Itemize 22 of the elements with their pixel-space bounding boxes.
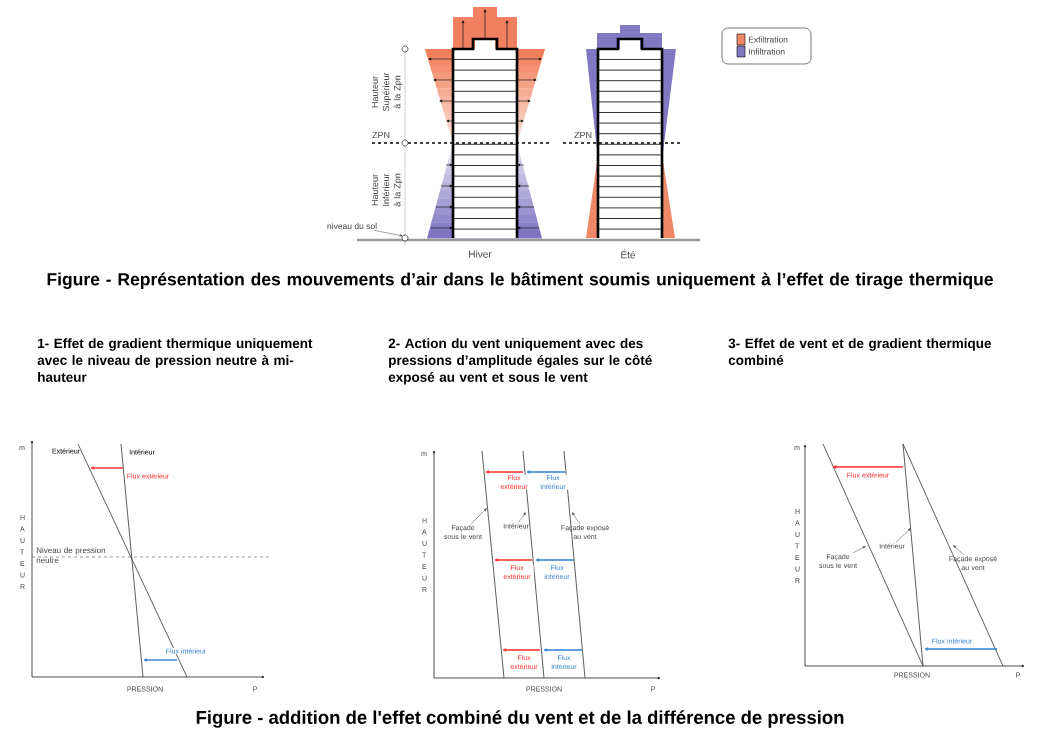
figure-title: Figure - Représentation des mouvements d’air dans le bâtiment soumis uniquement à l’effet de tirage thermique — [47, 272, 993, 289]
level-label: ZPN — [372, 131, 390, 139]
panel-heading: 2- Action du vent uniquement avec des pressions d’amplitude égales sur le côté exposé au vent et sous le vent — [388, 338, 652, 385]
height-label: Hauteur Inférieur à la Zpn — [371, 173, 403, 207]
level-label: Niveau de pression neutre — [36, 547, 106, 564]
season-label: Été — [621, 249, 636, 259]
figure-caption: Figure - addition de l'effet combiné du vent et de la différence de pression — [196, 710, 844, 728]
leader-line — [953, 545, 965, 556]
leader-line — [853, 546, 866, 554]
level-label: ZPN — [574, 131, 592, 139]
height-label: Hauteur Supérieur à la Zpn — [371, 72, 403, 112]
leader-line — [572, 512, 580, 525]
panel-heading: 3- Effet de vent et de gradient thermique combiné — [728, 338, 991, 365]
leader-line — [470, 508, 487, 525]
panel-heading: 1- Effet de gradient thermique uniquement avec le niveau de pression neutre à mi-hauteur — [37, 338, 313, 382]
season-label: Hiver — [469, 250, 492, 258]
leader-line — [518, 512, 526, 523]
leader-line — [895, 528, 911, 543]
legend-text: Infiltration — [749, 48, 785, 55]
leader-line — [373, 230, 403, 237]
leader-text: niveau du sol — [327, 222, 377, 230]
legend-text: Exfiltration — [748, 36, 788, 43]
